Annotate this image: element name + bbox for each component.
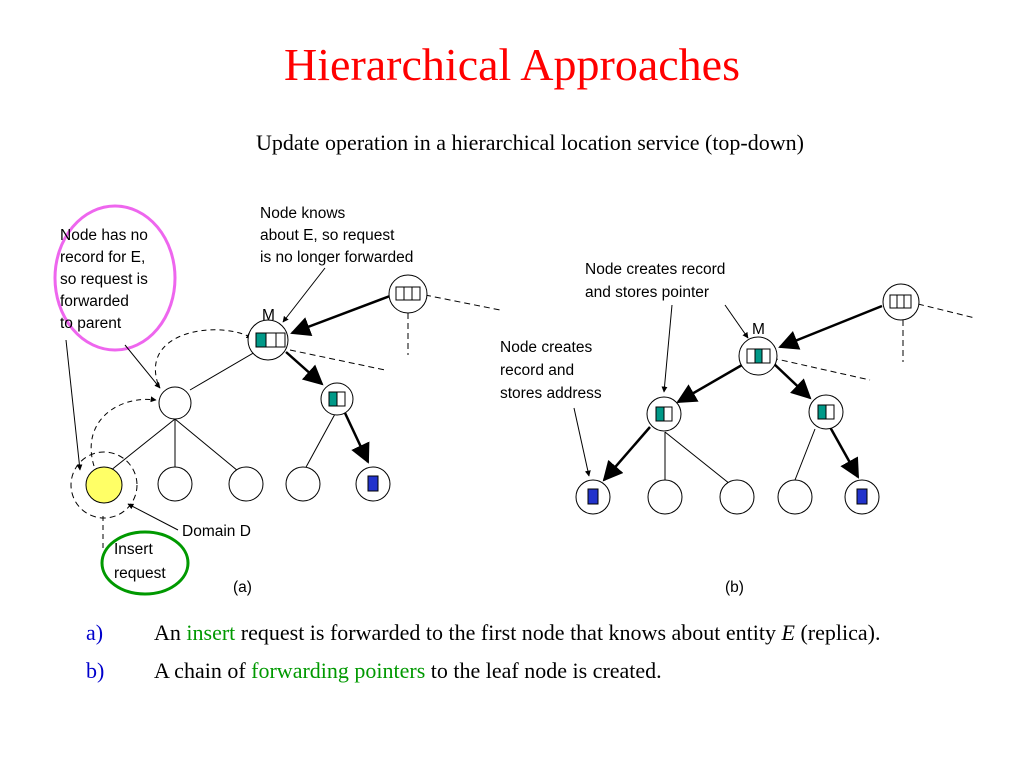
callout-green-ring [100,530,190,596]
bullet-marker: a) [86,620,104,645]
pointer-edges-b [602,304,883,482]
callout-arrow [65,339,83,471]
diagram-b: M Node creates record and stores pointer… [500,261,976,596]
callout-arrow [724,304,749,339]
record-icon [655,406,665,422]
callout-arrow [282,267,326,323]
leaf-node-a [228,466,264,502]
callout-arrow [127,503,179,531]
leaf-node-b [777,479,813,515]
slide-subtitle: Update operation in a hierarchical locat… [256,130,804,155]
record-icon [328,391,338,407]
record-icon [889,294,898,309]
address-icon [587,488,599,505]
bullet-text: A chain of forwarding pointers to the le… [154,656,926,686]
record-icon [663,406,673,422]
bullet-text-part: (replica). [794,620,881,645]
address-icon [367,475,379,492]
slide-title: Hierarchical Approaches [284,39,740,90]
bullet-list: a) An insert request is forwarded to the… [86,618,926,694]
record-icon [275,332,286,348]
leaf-node-a [285,466,321,502]
record-icon [336,391,346,407]
bullet-text-part: to the leaf node is created. [425,658,662,683]
insert-node [85,466,123,504]
insert-request-label: Insert request [114,541,166,582]
node-m-label-a: M [262,307,275,324]
leaf-node-b [719,479,755,515]
callout-arrow [573,407,591,477]
highlight-forwarding-pointers: forwarding pointers [251,658,426,683]
record-icon [255,332,267,348]
bullet-item-a: a) An insert request is forwarded to the… [86,618,926,648]
bullet-text-part: request is forwarded to the first node t… [235,620,782,645]
callout-arrow [124,344,161,389]
bullet-text-part: A chain of [154,658,252,683]
bullet-item-b: b) A chain of forwarding pointers to the… [86,656,926,686]
callout-pointer: Node creates record and stores pointer [585,261,730,301]
record-icon [754,348,763,364]
pointer-edges-a [285,294,391,464]
highlight-insert: insert [186,620,236,645]
diagram-a: M Node has no record for E, so request i… [53,204,501,596]
callout-address: Node creates record and stores address [500,339,602,402]
record-icon [403,286,413,301]
callout-pink-ring [53,204,177,352]
bullet-text: An insert request is forwarded to the fi… [154,618,926,648]
tree-edges-b [664,303,976,485]
caption-b: (b) [725,579,744,596]
record-icon [395,286,405,301]
callout-arrow [661,304,673,393]
record-icon [761,348,771,364]
record-icon [817,404,827,420]
bullet-text-part: An [154,620,187,645]
record-icon [746,348,756,364]
bullet-marker: b) [86,658,105,683]
leaf-node-b [647,479,683,515]
caption-a: (a) [233,579,252,596]
record-icon [896,294,905,309]
record-icon [903,294,912,309]
tree-edges-a [109,294,501,472]
address-icon [856,488,868,505]
node-parent-a [158,386,192,420]
callout-no-record: Node has no record for E, so request is … [60,227,152,332]
node-m-label-b: M [752,321,765,338]
leaf-node-a [157,466,193,502]
domain-d-boundary [70,451,138,519]
domain-d-label: Domain D [182,523,251,540]
callout-knows: Node knows about E, so request is no lon… [260,205,413,266]
record-icon [265,332,277,348]
forward-arcs-a [90,329,253,548]
entity-e: E [781,620,795,645]
record-icon [825,404,835,420]
record-icon [411,286,421,301]
